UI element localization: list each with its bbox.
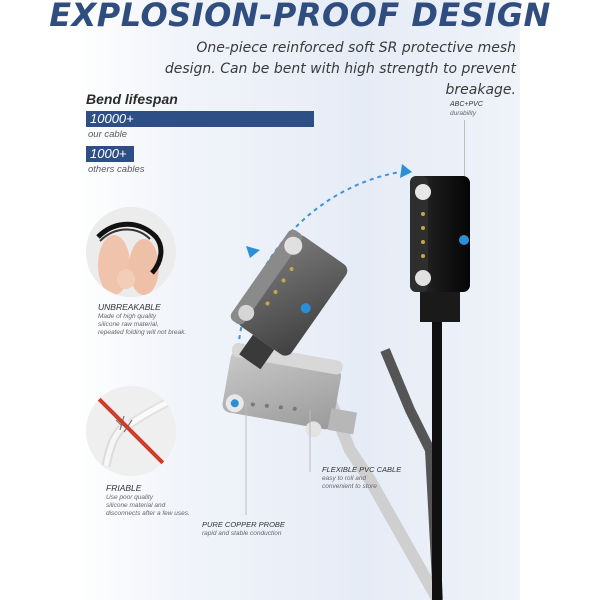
copper-probe-title: PURE COPPER PROBE [202, 520, 285, 529]
others-cable-caption: others cables [88, 164, 145, 175]
friable-title: FRIABLE [106, 483, 142, 493]
friable-desc-2: silicone material and [106, 502, 166, 509]
broken-cable-icon [86, 386, 176, 476]
right-margin [520, 0, 600, 600]
unbreakable-desc-2: silicone raw material, [98, 321, 159, 328]
bent-cable-icon [86, 207, 176, 297]
flexible-cable-title: FLEXIBLE PVC CABLE [322, 465, 402, 474]
friable-desc-1: Use poor quality [106, 494, 153, 501]
unbreakable-title: UNBREAKABLE [98, 302, 161, 312]
our-cable-value: 10000+ [90, 111, 134, 126]
subtitle-line-1: One-piece reinforced soft SR protective … [196, 40, 516, 56]
our-cable-bar: 10000+ [86, 111, 314, 127]
abc-pvc-desc: durability [450, 110, 477, 117]
subtitle-line-2: design. Can be bent with high strength t… [164, 61, 516, 98]
connector-light [222, 343, 358, 438]
left-margin [0, 0, 82, 600]
friable-desc-3: disconnects after a few uses. [106, 510, 190, 517]
copper-probe-desc: rapid and stable conduction [202, 530, 282, 537]
unbreakable-photo [86, 207, 176, 297]
friable-photo [86, 386, 176, 476]
unbreakable-desc-3: repeated folding will not break. [98, 329, 187, 336]
page-subtitle: One-piece reinforced soft SR protective … [96, 38, 516, 101]
abc-pvc-title: ABC+PVC [450, 101, 483, 108]
charger-connectors-illustration [222, 164, 470, 600]
page-title: EXPLOSION-PROOF DESIGN [49, 0, 551, 34]
unbreakable-desc-1: Made of high quality [98, 313, 157, 320]
flexible-cable-desc-1: easy to roll and [322, 475, 367, 482]
connector-medium [230, 229, 348, 370]
connector-dark [410, 176, 470, 292]
flexible-cable-desc-2: convenient to store [322, 483, 377, 490]
others-cable-value: 1000+ [90, 146, 127, 161]
our-cable-caption: our cable [88, 129, 128, 140]
others-cable-bar: 1000+ [86, 146, 134, 162]
bend-lifespan-label: Bend lifespan [86, 91, 178, 107]
